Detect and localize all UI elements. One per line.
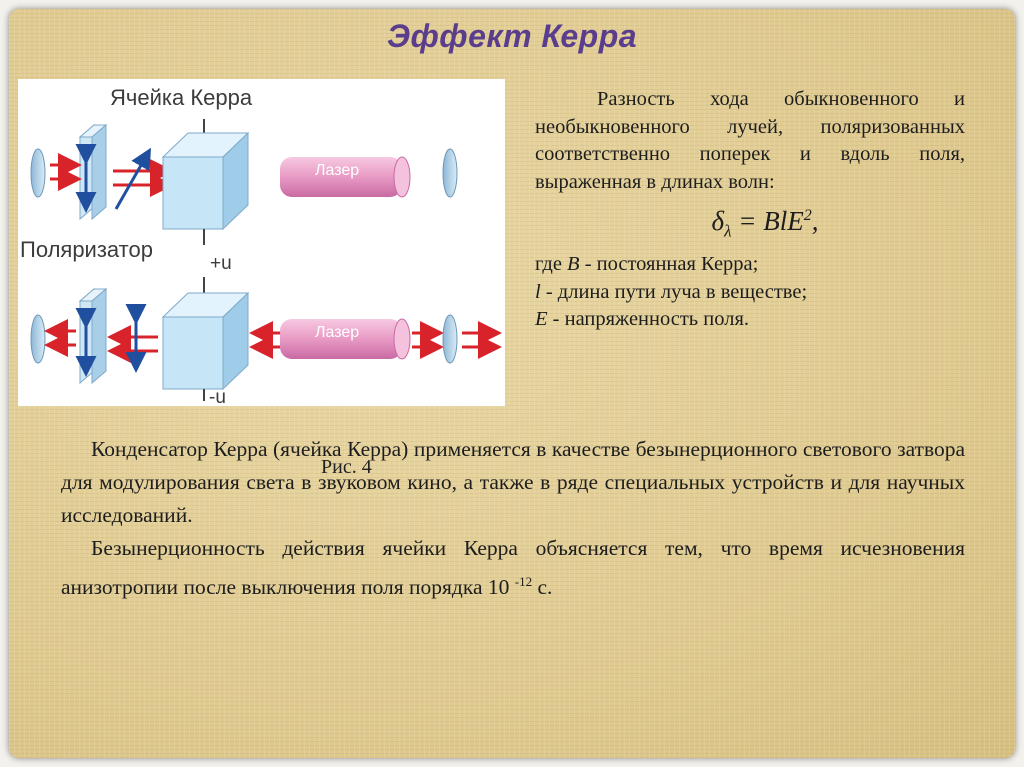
formula-exponent: 2 [803,207,812,224]
formula-subscript: λ [724,221,732,241]
minus-u-label: -u [209,387,226,406]
lens-left-top [30,148,46,198]
definition-l-text: - длина пути луча в веществе; [540,280,808,303]
paragraph-inertia-text: Безынерционность действия ячейки Керра о… [61,536,965,600]
laser-top [280,157,402,197]
kerr-formula: δλ = BlE2, [535,196,965,251]
figure-caption: Рис. 4 [321,456,372,478]
laser-label-top: Лазер [315,162,359,179]
definition-b-text: - постоянная Керра; [579,253,759,276]
kerr-cell-label: Ячейка Керра [110,85,253,110]
polarizer-label: Поляризатор [20,237,153,262]
paragraph-inertia-tail: с. [532,575,553,600]
paragraph-inertia: Безынерционность действия ячейки Керра о… [61,532,965,604]
formula-delta: δ [711,206,725,236]
plus-u-label: +u [210,253,232,274]
right-text-block: Разность хода обыкновенного и необыкнове… [535,86,965,334]
definition-b-prefix: где [535,253,568,276]
exponent: -12 [514,574,533,589]
symbol-e: E [535,308,548,331]
symbol-l: l [535,280,541,303]
definition-l: l - длина пути луча в веществе; [535,279,965,307]
symbol-b: B [567,253,580,276]
lens-right-bottom [442,314,458,364]
bottom-text-block: Конденсатор Керра (ячейка Керра) применя… [61,433,965,604]
definition-b: где B - постоянная Керра; [535,251,965,279]
laser-label-bottom: Лазер [315,324,359,341]
definition-e-text: - напряженность поля. [547,308,750,331]
kerr-diagram: Ячейка Керра Поляризатор +u -u [20,85,502,406]
lens-left-bottom [30,314,46,364]
definition-e: E - напряженность поля. [535,306,965,334]
lens-right-top [442,148,458,198]
formula-tail: , [811,206,819,236]
laser-bottom [280,319,402,359]
kerr-cell-figure: Ячейка Керра Поляризатор +u -u [18,79,505,478]
page-title: Эффект Керра [386,18,638,54]
intro-paragraph: Разность хода обыкновенного и необыкнове… [535,88,965,193]
bottom-row: Лазер [30,277,502,401]
formula-rhs: = BlE [738,206,804,236]
paragraph-application: Конденсатор Керра (ячейка Керра) применя… [61,437,965,527]
top-row: Лазер [30,119,458,245]
